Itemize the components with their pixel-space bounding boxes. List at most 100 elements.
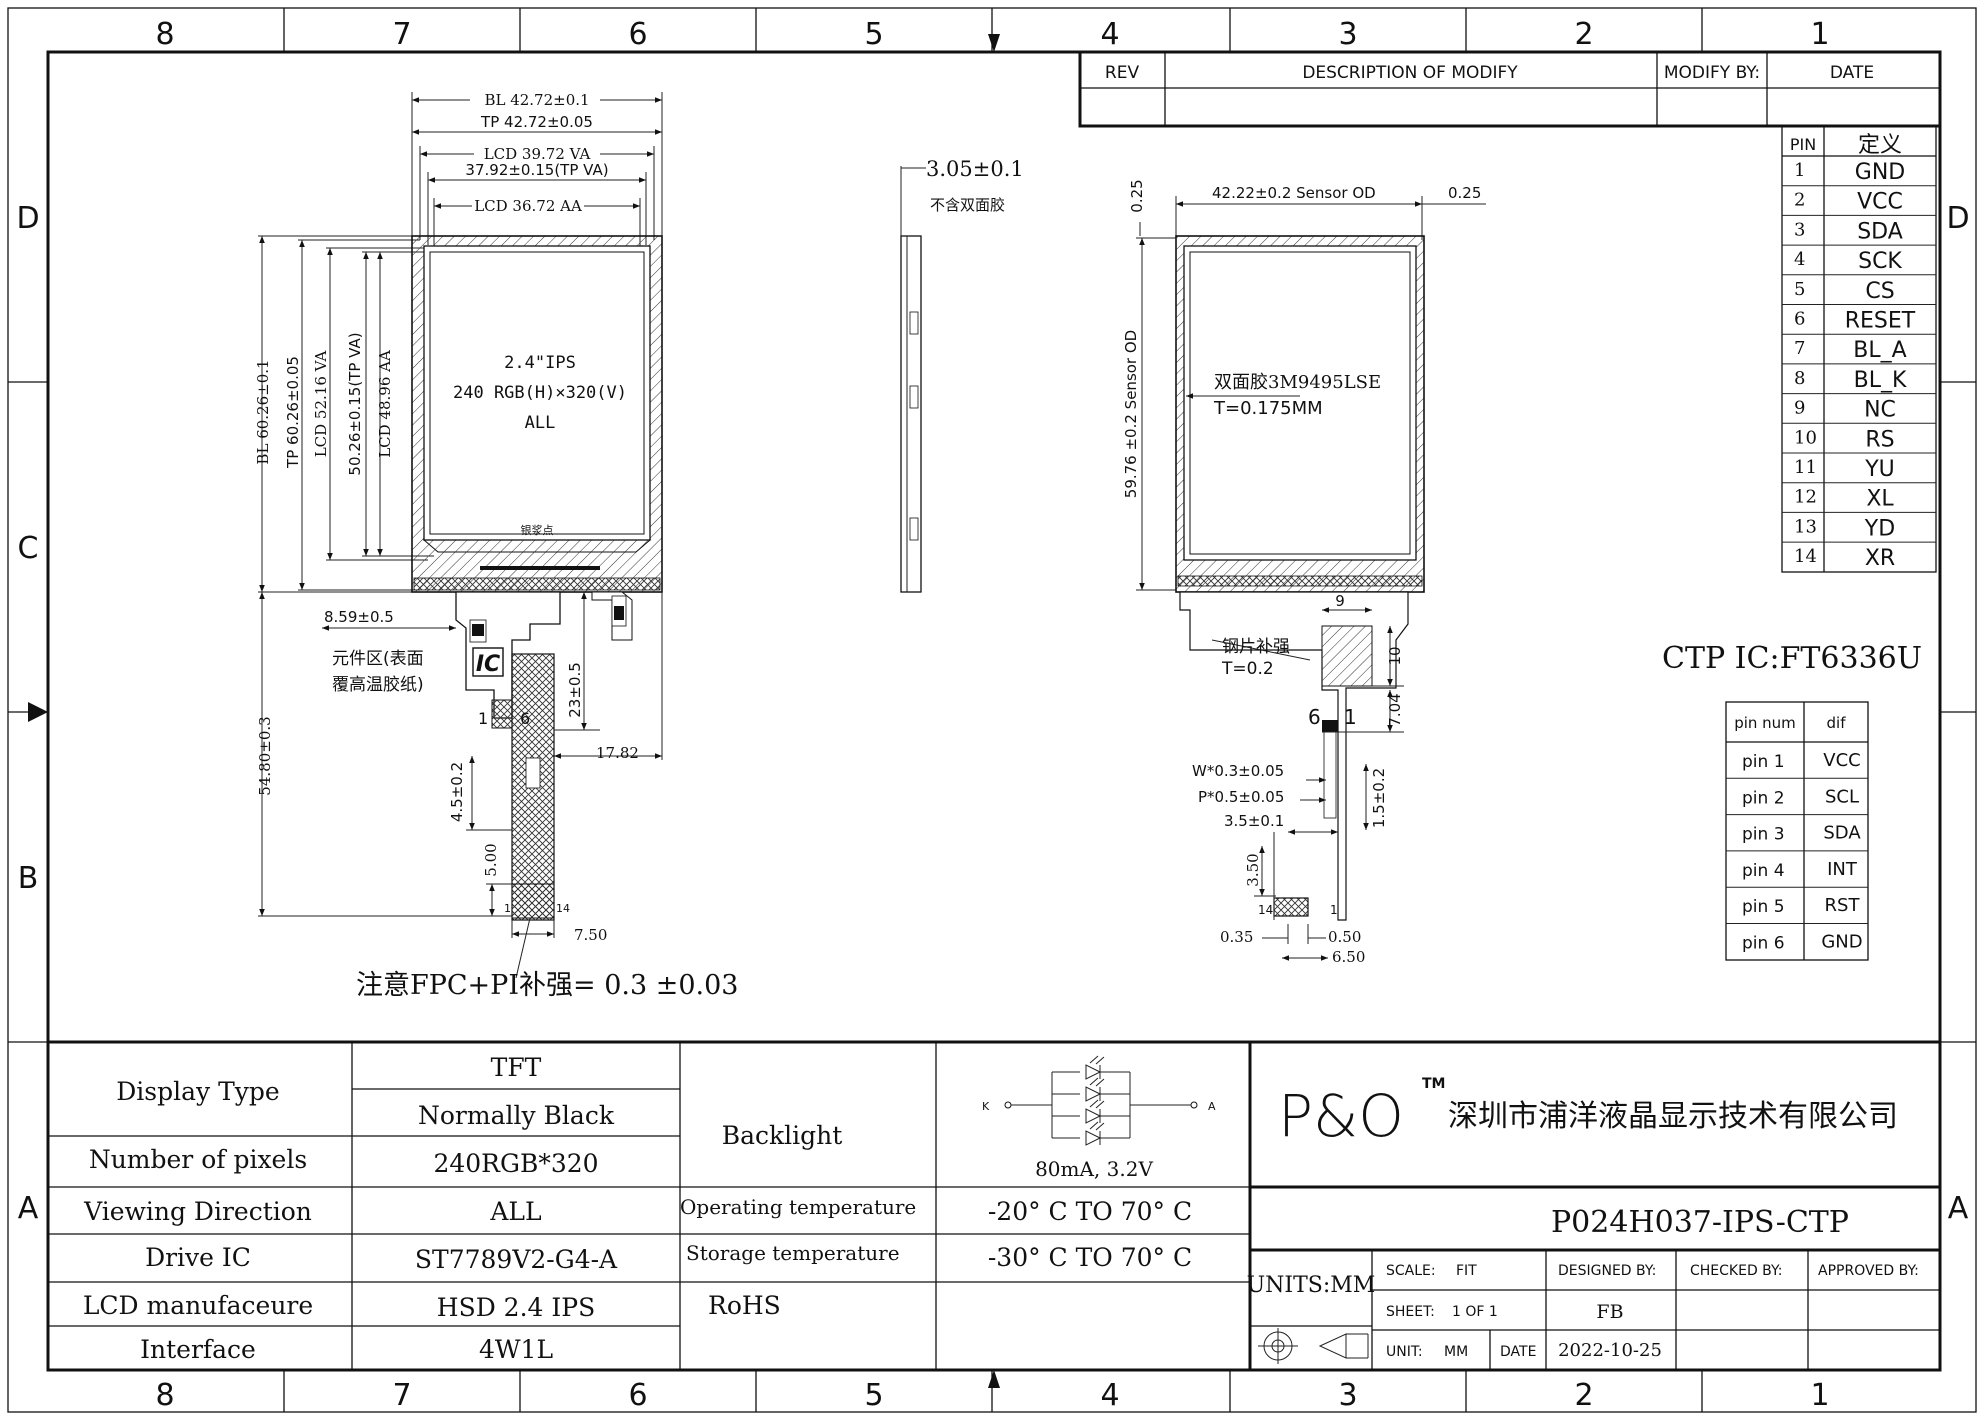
pin-function: RS [1865, 427, 1894, 452]
back-p-dim: P*0.5±0.05 [1198, 788, 1284, 806]
dim-lcd-va-width: LCD 39.72 VA [484, 145, 591, 163]
component-note-1: 元件区(表面 [332, 649, 424, 669]
backlight-spec: 80mA, 3.2V [1035, 1157, 1153, 1181]
ctp-pin-function: VCC [1823, 750, 1860, 771]
date-value: 2022-10-25 [1558, 1340, 1662, 1361]
date-label: DATE [1500, 1344, 1536, 1360]
zone-col-bottom-3: 6 [628, 1378, 647, 1413]
unit-label: UNIT: [1386, 1344, 1423, 1360]
pin-number: 8 [1794, 368, 1805, 389]
pin-function: RESET [1845, 309, 1916, 334]
ctp-pin-number: pin 3 [1742, 825, 1785, 845]
back-pin-1: 1 [1344, 705, 1357, 729]
pixels-value: 240RGB*320 [433, 1149, 598, 1178]
scale-value: FIT [1456, 1263, 1477, 1279]
back-steel-thickness: T=0.2 [1221, 659, 1274, 679]
component-note-2: 覆高温胶纸) [332, 675, 424, 695]
pin-number: 14 [1794, 546, 1817, 567]
back-pin-14-bottom: 14 [1258, 903, 1273, 917]
pin-number: 4 [1794, 249, 1805, 270]
date-header: DATE [1830, 63, 1874, 83]
led-diode-4 [1085, 1130, 1102, 1146]
pin-number: 10 [1794, 427, 1817, 448]
approved-by-label: APPROVED BY: [1818, 1263, 1919, 1279]
zone-col-bottom-4: 5 [864, 1378, 883, 1413]
side-tape-note: 不含双面胶 [930, 196, 1005, 214]
fpc-pin-1: 1 [504, 902, 511, 915]
zone-row-left-a: A [18, 1191, 39, 1226]
dim-tp-va-width: 37.92±0.15(TP VA) [465, 161, 608, 179]
led-a: A [1208, 1100, 1216, 1113]
checked-by-label: CHECKED BY: [1690, 1263, 1782, 1279]
modify-by-header: MODIFY BY: [1664, 63, 1760, 83]
led-diode-2 [1085, 1086, 1102, 1102]
backlight-label: Backlight [722, 1121, 843, 1150]
ctp-pin-function: SCL [1825, 786, 1859, 807]
back-w-dim: W*0.3±0.05 [1192, 762, 1284, 780]
lcd-mfr-label: LCD manufaceure [83, 1291, 313, 1320]
company-name: 深圳市浦洋液晶显示技术有限公司 [1448, 1099, 1898, 1134]
panel-view-text: ALL [525, 413, 556, 433]
led-k: K [982, 1100, 990, 1113]
zone-row-left-c: C [18, 531, 39, 566]
pin-number: 9 [1794, 398, 1805, 419]
pin-function: NC [1864, 398, 1896, 423]
back-top-gap: 0.25 [1128, 179, 1146, 212]
pin-function: BL_K [1854, 368, 1907, 393]
pin-function: BL_A [1853, 338, 1906, 363]
pin-function: YD [1864, 516, 1895, 541]
ctp-ic-title: CTP IC:FT6336U [1662, 641, 1922, 676]
dim-lcd-va-height: LCD 52.16 VA [312, 351, 330, 458]
op-temp-value: -20° C TO 70° C [988, 1197, 1192, 1226]
pin-function: XR [1865, 546, 1895, 571]
dim-fpc-overall: 54.80±0.3 [256, 716, 274, 795]
ctp-header-dif: dif [1827, 714, 1847, 732]
dim-bl-width: BL 42.72±0.1 [484, 91, 589, 109]
back-sensor-width: 42.22±0.2 Sensor OD [1212, 184, 1376, 202]
back-width-35: 3.5±0.1 [1224, 812, 1284, 830]
revision-table: REV DESCRIPTION OF MODIFY MODIFY BY: DAT… [1078, 50, 1942, 128]
dim-bl-height: BL 60.26±0.1 [254, 359, 272, 464]
dim-tp-width: TP 42.72±0.05 [480, 113, 593, 131]
ctp-pin-function: GND [1821, 932, 1862, 953]
definition-header: 定义 [1858, 133, 1902, 158]
drive-ic-label: Drive IC [145, 1243, 251, 1272]
pixels-label: Number of pixels [89, 1145, 307, 1174]
zone-row-right-d: D [1946, 201, 1969, 236]
back-pin-6: 6 [1308, 705, 1321, 729]
dim-tp-height: TP 60.26±0.05 [284, 356, 302, 469]
zone-col-top-6: 3 [1338, 17, 1357, 52]
back-dim-650: 6.50 [1332, 948, 1365, 966]
zone-col-top-8: 1 [1810, 17, 1829, 52]
display-type-tft: TFT [491, 1053, 542, 1082]
rohs-label: RoHS [708, 1291, 781, 1320]
ctp-pin-function: SDA [1823, 823, 1861, 844]
pin-number: 7 [1794, 338, 1805, 359]
back-dim-035: 0.35 [1220, 928, 1253, 946]
zone-row-right-a: A [1948, 1191, 1969, 1226]
pin-number: 12 [1794, 487, 1817, 508]
ctp-pin-function: INT [1827, 859, 1858, 880]
lcd-mfr-value: HSD 2.4 IPS [437, 1293, 595, 1322]
dim-lcd-aa-height: LCD 48.96 AA [376, 350, 394, 458]
silver-dot-label: 银浆点 [521, 523, 554, 537]
ctp-header-pin: pin num [1734, 714, 1796, 732]
ctp-pin-number: pin 1 [1742, 752, 1785, 772]
zone-col-top-5: 4 [1100, 17, 1119, 52]
zone-col-bottom-2: 7 [392, 1378, 411, 1413]
zone-col-top-3: 6 [628, 17, 647, 52]
interface-label: Interface [140, 1335, 256, 1364]
led-diode-1 [1085, 1064, 1102, 1080]
pin-function: YU [1864, 457, 1895, 482]
front-view: BL 42.72±0.1 TP 42.72±0.05 LCD 39.72 VA … [254, 91, 738, 1001]
dim-tp-va-height: 50.26±0.15(TP VA) [346, 332, 364, 475]
zone-row-left-d: D [16, 201, 39, 236]
back-dim-050: 0.50 [1328, 928, 1361, 946]
pin-function: XL [1866, 487, 1894, 512]
fpc-pin-1-top: 1 [478, 709, 488, 728]
dim-fpc-1782: 17.82 [596, 744, 639, 762]
side-thickness-dim: 3.05±0.1 [926, 157, 1024, 181]
description-header: DESCRIPTION OF MODIFY [1302, 63, 1518, 83]
